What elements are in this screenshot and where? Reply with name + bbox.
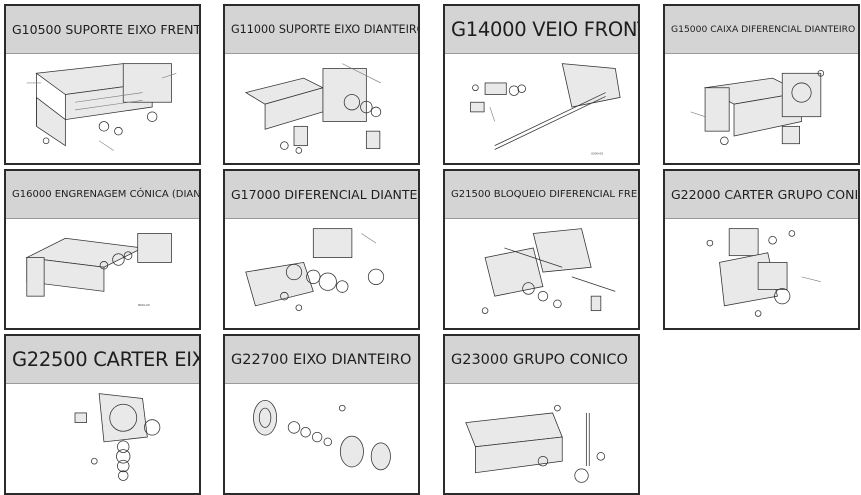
exploded-diagram-thumbnail: [6, 384, 199, 493]
card-title: G16000 ENGRENAGEM CÓNICA (DIANTEIRA): [6, 171, 199, 219]
exploded-diagram-thumbnail: [6, 54, 199, 163]
category-card-g21500[interactable]: G21500 BLOQUEIO DIFERENCIAL FRENTE: [443, 169, 640, 330]
card-title: G10500 SUPORTE EIXO FRENTE: [6, 6, 199, 54]
card-title: G22500 CARTER EIXO: [6, 336, 199, 384]
category-card-g16000[interactable]: G16000 ENGRENAGEM CÓNICA (DIANTEIRA) 000…: [4, 169, 201, 330]
exploded-diagram-thumbnail: [445, 219, 638, 328]
category-card-g15000[interactable]: G15000 CAIXA DIFERENCIAL DIANTEIRO: [663, 4, 860, 165]
category-card-g23000[interactable]: G23000 GRUPO CONICO: [443, 334, 640, 495]
exploded-diagram-thumbnail: 0000-00: [6, 219, 199, 328]
card-title: G15000 CAIXA DIFERENCIAL DIANTEIRO: [665, 6, 858, 54]
card-title: G22000 CARTER GRUPO CONICO: [665, 171, 858, 219]
card-title: G23000 GRUPO CONICO: [445, 336, 638, 384]
card-title: G22700 EIXO DIANTEIRO: [225, 336, 418, 384]
category-card-g22700[interactable]: G22700 EIXO DIANTEIRO: [223, 334, 420, 495]
category-card-g17000[interactable]: G17000 DIFERENCIAL DIANTEIRO: [223, 169, 420, 330]
card-title: G11000 SUPORTE EIXO DIANTEIRO: [225, 6, 418, 54]
category-card-g22500[interactable]: G22500 CARTER EIXO: [4, 334, 201, 495]
exploded-diagram-thumbnail: [445, 384, 638, 493]
exploded-diagram-thumbnail: [665, 54, 858, 163]
category-card-g10500[interactable]: G10500 SUPORTE EIXO FRENTE: [4, 4, 201, 165]
svg-text:0000-00: 0000-00: [591, 151, 603, 155]
card-title: G21500 BLOQUEIO DIFERENCIAL FRENTE: [445, 171, 638, 219]
card-title: G14000 VEIO FRONTAL: [445, 6, 638, 54]
category-card-g14000[interactable]: G14000 VEIO FRONTAL 0000-00: [443, 4, 640, 165]
exploded-diagram-thumbnail: [225, 219, 418, 328]
exploded-diagram-thumbnail: [665, 219, 858, 328]
exploded-diagram-thumbnail: [225, 384, 418, 493]
exploded-diagram-thumbnail: [225, 54, 418, 163]
category-card-g22000[interactable]: G22000 CARTER GRUPO CONICO: [663, 169, 860, 330]
exploded-diagram-thumbnail: 0000-00: [445, 54, 638, 163]
category-card-g11000[interactable]: G11000 SUPORTE EIXO DIANTEIRO: [223, 4, 420, 165]
svg-text:0000-00: 0000-00: [138, 303, 150, 307]
card-title: G17000 DIFERENCIAL DIANTEIRO: [225, 171, 418, 219]
